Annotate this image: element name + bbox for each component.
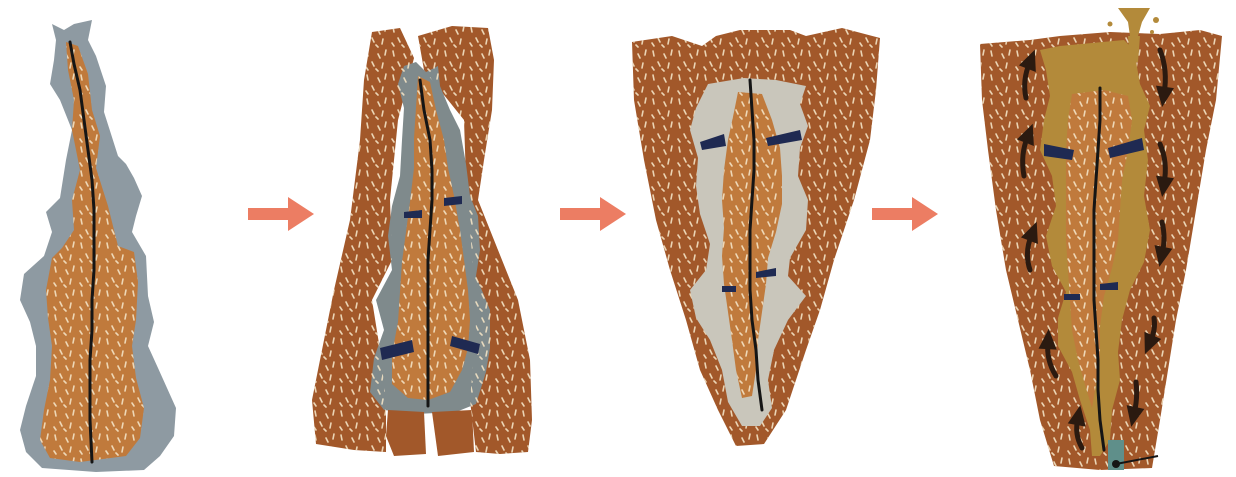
stage-3-dewaxed-mold <box>632 28 880 446</box>
pour-cup <box>1118 8 1150 36</box>
step-arrow-1 <box>248 197 314 231</box>
investment-base-right <box>432 410 474 456</box>
pour-stream <box>1128 36 1140 62</box>
step-arrow-3 <box>872 197 938 231</box>
vent-plug <box>1112 460 1120 468</box>
step-arrow-2 <box>560 197 626 231</box>
investment-base-left <box>386 410 426 456</box>
bronze-splash <box>1108 22 1113 27</box>
stage-1-wax-model <box>20 20 176 472</box>
bronze-splash <box>1150 30 1154 34</box>
stage-2-investment-mold <box>312 26 532 456</box>
core-pin <box>722 286 736 292</box>
core-pin <box>1064 294 1080 300</box>
stage-4-bronze-pour <box>980 8 1222 470</box>
bronze-splash <box>1153 17 1159 23</box>
